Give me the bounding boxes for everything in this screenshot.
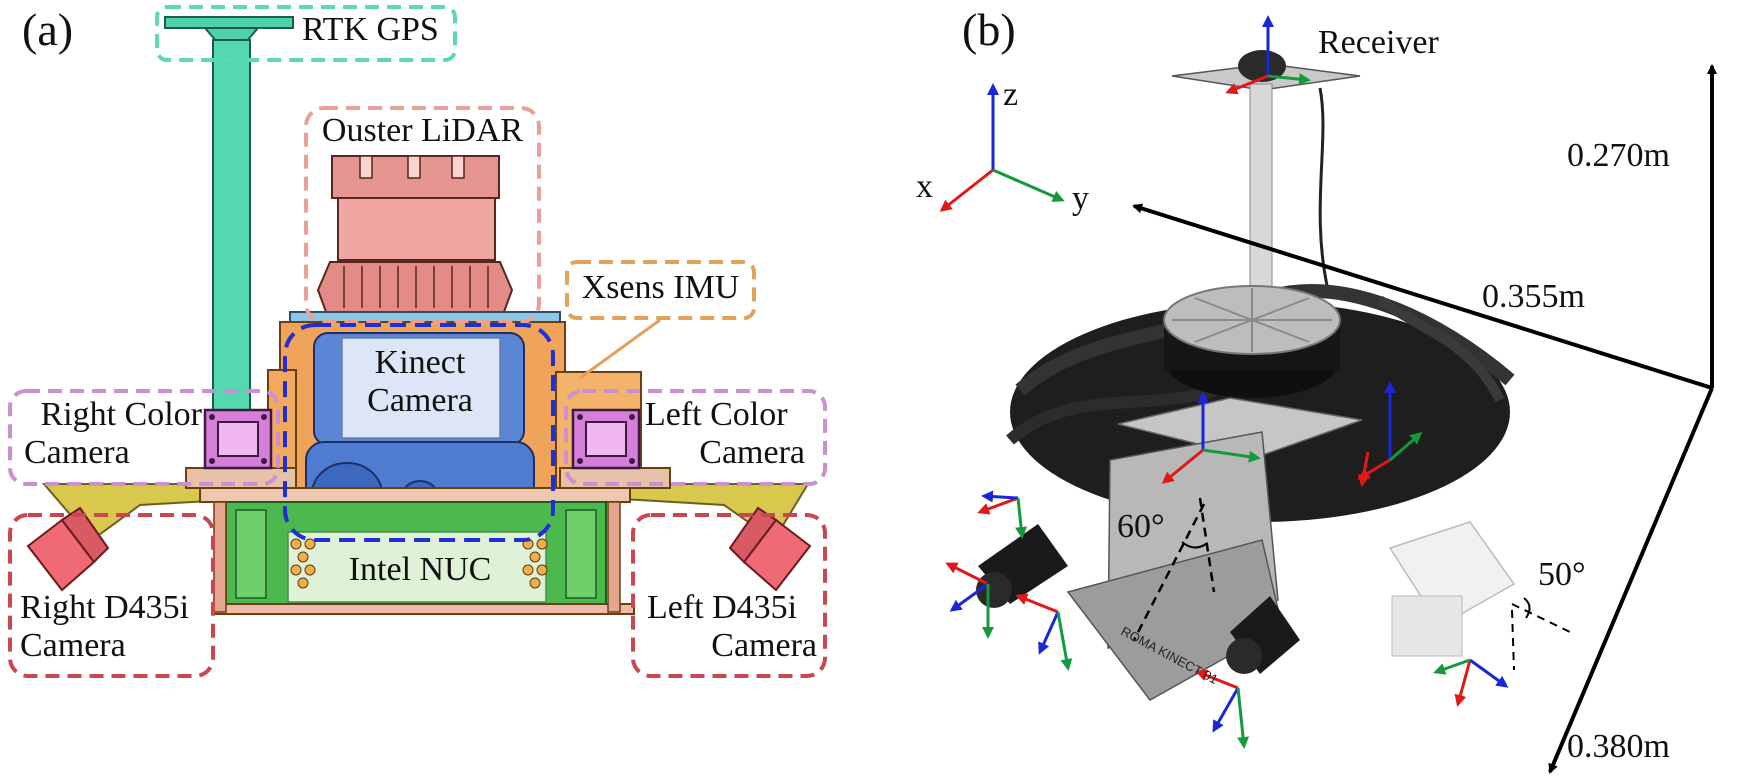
right-d435i-label: Right D435i Camera [20,589,210,665]
kinect-angle-label: 60° [1117,508,1165,545]
height-dimension-label: 0.270m [1567,137,1670,174]
right-color-camera-label: Right Color Camera [14,396,202,472]
right-d435i-model [26,506,110,592]
width-dimension [1132,203,1713,390]
right-color-camera-model [203,408,273,470]
kinect-angle-arc [1181,541,1207,549]
xsens-leader [579,318,661,380]
ouster-lidar-label: Ouster LiDAR [321,112,524,149]
kinect-label-line2: Camera [367,382,473,420]
left-color-camera-model [571,408,641,470]
width-dimension-label: 0.355m [1482,278,1585,315]
receiver-label: Receiver [1318,24,1439,61]
reference-axes [939,83,1065,212]
right-color-label-line2: Camera [24,434,130,472]
panel-a-tag: (a) [22,4,74,55]
depth-dimension [1548,387,1714,774]
panel-a-drawing [8,5,827,678]
left-d435i-label-line2: Camera [711,627,817,665]
right-color-box [8,389,280,486]
kinect-angle-line-a [1132,503,1206,641]
depth-dimension-label: 0.380m [1567,728,1670,765]
left-color-camera-label: Left Color Camera [645,396,805,472]
lidar-model [316,155,514,313]
left-color-box [564,389,827,486]
right-color-label-line1: Right Color [40,396,202,433]
axis-x-label: x [916,168,933,205]
rtk-gps-label: RTK GPS [302,11,439,48]
left-color-label-line1: Left Color [645,396,788,433]
side-angle-label: 50° [1538,556,1586,593]
lidar-box [304,106,541,324]
kinect-label-line1: Kinect [374,344,466,381]
axis-y-label: y [1072,180,1089,217]
kinect-box [283,323,555,542]
left-d435i-label: Left D435i Camera [647,589,817,665]
right-d435i-box [8,513,215,678]
xsens-imu-label: Xsens IMU [581,269,740,306]
rig-photo [976,50,1571,701]
right-d435i-label-line2: Camera [20,627,126,665]
intel-nuc-label: Intel NUC [348,551,492,588]
sensor-frames [945,15,1509,749]
side-angle-line-a [1511,603,1571,633]
side-angle-arc [1523,597,1531,619]
kinect-angle-line-b [1198,497,1216,593]
left-color-label-line2: Camera [699,434,805,472]
gps-mast [212,39,251,415]
left-d435i-model [728,506,812,592]
right-d435i-label-line1: Right D435i [20,589,190,626]
axis-z-label: z [1003,76,1019,113]
xsens-box [565,260,756,320]
ref-axis-x [939,168,994,212]
kinect-camera-label: Kinect Camera [330,344,510,420]
ref-axis-y [992,168,1065,202]
dimension-lines [1132,64,1717,774]
left-d435i-label-line1: Left D435i [647,589,798,626]
rtk-gps-box [155,5,457,62]
left-d435i-box [631,513,827,678]
panel-b-tag: (b) [962,4,1016,55]
side-angle-line-b [1511,609,1515,671]
